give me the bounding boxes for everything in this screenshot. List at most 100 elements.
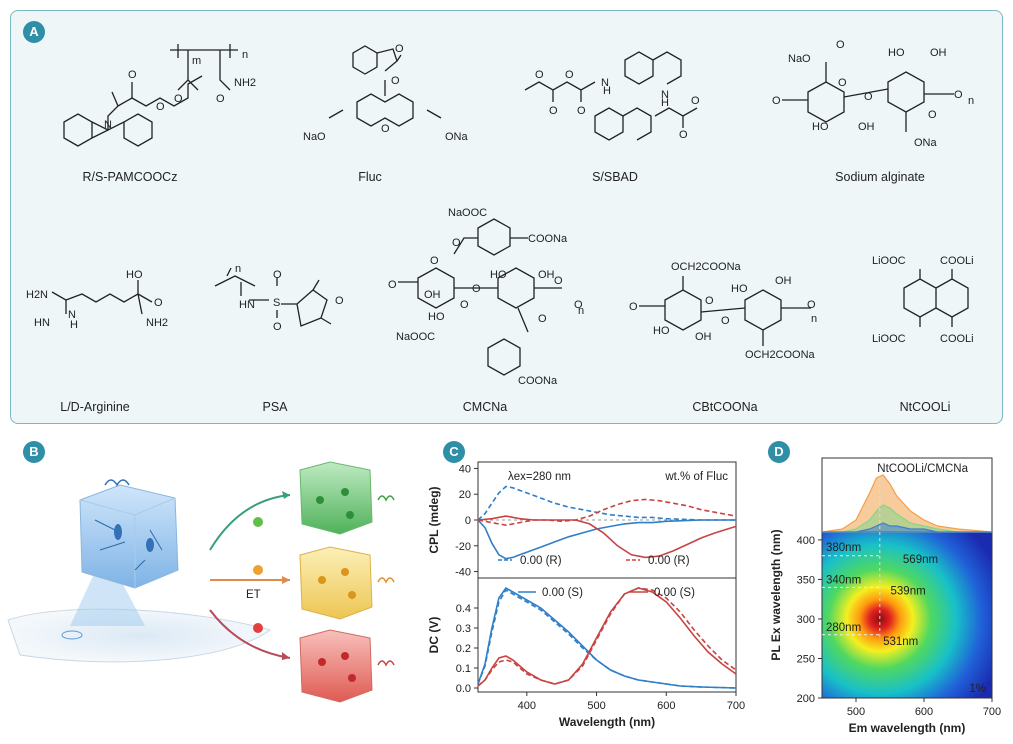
sbad-atom-2: O [565, 69, 574, 81]
chart-c-bot-legend-label: 0.00 (S) [542, 587, 583, 599]
chart-c-frame [477, 461, 737, 693]
nt-atom-0: LiOOC [872, 255, 906, 267]
fluc-atom-4: ONa [445, 131, 469, 143]
mol1-atom-2: O [174, 93, 183, 105]
molecule-fluc: O O O NaO ONa [303, 43, 469, 143]
mol1-atom-5: N [104, 119, 112, 131]
molecule-arginine: HO O H2N HN N H NH2 [26, 269, 168, 331]
arrow-red [209, 609, 291, 659]
chart-c-xlabel: Wavelength (nm) [559, 715, 655, 729]
emission-wave-icon-red [377, 660, 395, 667]
chart-d-ytick-label: 350 [797, 574, 815, 586]
chart-d-annotation-3: 539nm [891, 585, 926, 597]
sbad-atom-1: O [549, 105, 558, 117]
chart-d-annotation-1: 569nm [903, 554, 938, 566]
chart-c-xtick-label: 600 [657, 700, 675, 712]
cbt-atom-9: OCH2COONa [745, 349, 816, 361]
cbt-atom-6: O [807, 299, 816, 311]
chart-d-annotation-5: 531nm [883, 636, 918, 648]
alg-atom-3: OH [930, 47, 947, 59]
fluc-atom-3: NaO [303, 131, 326, 143]
chart-c-bot-ytick-label: 0.0 [456, 683, 471, 695]
molecule-cmcna: NaOOC COONa O O HO OH O O OH O HO O O O … [388, 207, 584, 387]
arg-atom-6: NH2 [146, 317, 168, 329]
panel-b-badge: B [23, 441, 45, 463]
chart-c-top-legend-label: 0.00 (R) [648, 555, 690, 567]
alg-atom-9: OH [858, 121, 875, 133]
blue-hydrogel-cube [79, 484, 179, 589]
alg-atom-11: ONa [914, 137, 938, 149]
chart-c-top-series-3 [477, 515, 737, 559]
cbt-atom-10: n [811, 313, 817, 325]
molecule-alginate: NaO O HO OH O O O O HO OH O ONa n [772, 39, 974, 149]
emission-wave-icon-green [377, 495, 395, 502]
panel-d-chart: NtCOOLi/CMCNa380nm569nm340nm539nm280nm53… [769, 457, 1001, 735]
molecule-label-fluc: Fluc [358, 170, 382, 184]
cmc-atom-14: NaOOC [396, 331, 435, 343]
cmc-atom-9: O [472, 283, 481, 295]
chart-c-top-ytick-label: 20 [459, 489, 471, 501]
cmc-atom-7: O [388, 279, 397, 291]
molecule-psa: n HN S O O O [214, 263, 344, 333]
mol1-atom-4: NH2 [234, 77, 256, 89]
chart-c-top-series-2 [477, 498, 737, 527]
arrow-green [209, 494, 291, 551]
alg-atom-6: O [864, 91, 873, 103]
red-hydrogel-cube [299, 629, 373, 703]
sbad-atom-3: O [577, 105, 586, 117]
chart-c-top-ylabel: CPL (mdeg) [427, 486, 441, 553]
cmc-atom-3: O [430, 255, 439, 267]
chart-c-bot-series-1 [477, 588, 737, 689]
arrow-head-orange [282, 576, 290, 584]
chart-c-xtick-label: 700 [727, 700, 745, 712]
light-beam [70, 550, 145, 626]
sbad-atom-7: N [601, 77, 609, 89]
orange-dye-dot [253, 565, 263, 575]
mol1-atom-3: O [216, 93, 225, 105]
alg-atom-12: n [968, 95, 974, 107]
chart-c-top-ytick-label: 40 [459, 463, 471, 475]
psa-atom-3: O [273, 269, 282, 281]
green-dye-dot [253, 517, 263, 527]
chart-c-top-ytick-label: -20 [455, 541, 471, 553]
chart-c-top-series-0 [477, 485, 736, 521]
fluc-atom-2: O [381, 123, 390, 135]
cmc-atom-0: NaOOC [448, 207, 487, 219]
chart-c-wt-annotation: wt.% of Fluc [664, 471, 728, 483]
sbad-atom-6: H [603, 85, 611, 97]
alg-atom-5: O [772, 95, 781, 107]
chart-c-bot-series-3 [477, 587, 737, 687]
alg-atom-2: HO [888, 47, 905, 59]
cbt-atom-8: OH [695, 331, 712, 343]
chart-c-xtick-label: 500 [587, 700, 605, 712]
chart-d-annotation-0: 380nm [826, 542, 861, 554]
molecule-pamcoocz: O O O O NH2 N m n [63, 44, 256, 147]
chart-d-annotation-2: 340nm [826, 574, 861, 586]
cbt-atom-5: O [721, 315, 730, 327]
molecule-label-psa: PSA [262, 400, 288, 414]
cbt-atom-1: O [629, 301, 638, 313]
arg-atom-4: N [68, 309, 76, 321]
panel-a [10, 10, 1003, 424]
green-hydrogel-cube [299, 461, 373, 535]
panel-c-badge: C [443, 441, 465, 463]
chart-d-annotation-4: 280nm [826, 622, 861, 634]
psa-atom-1: HN [239, 299, 255, 311]
chart-d-heatmap [822, 532, 992, 698]
chart-c-top-legend-label: 0.00 (R) [520, 555, 562, 567]
emission-wave-icon-blue [104, 479, 130, 487]
nt-atom-1: COOLi [940, 255, 974, 267]
sbad-atom-8: H [661, 97, 669, 109]
arg-atom-0: HO [126, 269, 143, 281]
molecule-label-cmcna: CMCNa [462, 400, 508, 414]
chart-c-bot-legend-label: 0.00 (S) [654, 587, 695, 599]
cmc-atom-12: O [538, 313, 547, 325]
cbt-atom-0: OCH2COONa [671, 261, 742, 273]
chart-c-bot-ylabel: DC (V) [427, 617, 441, 654]
panel-a-badge: A [23, 21, 45, 43]
arg-atom-5: H [70, 319, 78, 331]
cbt-atom-2: HO [731, 283, 748, 295]
panel-d-badge: D [768, 441, 790, 463]
molecule-label-alginate: Sodium alginate [835, 170, 925, 184]
chart-d-xlabel: Em wavelength (nm) [849, 721, 966, 735]
